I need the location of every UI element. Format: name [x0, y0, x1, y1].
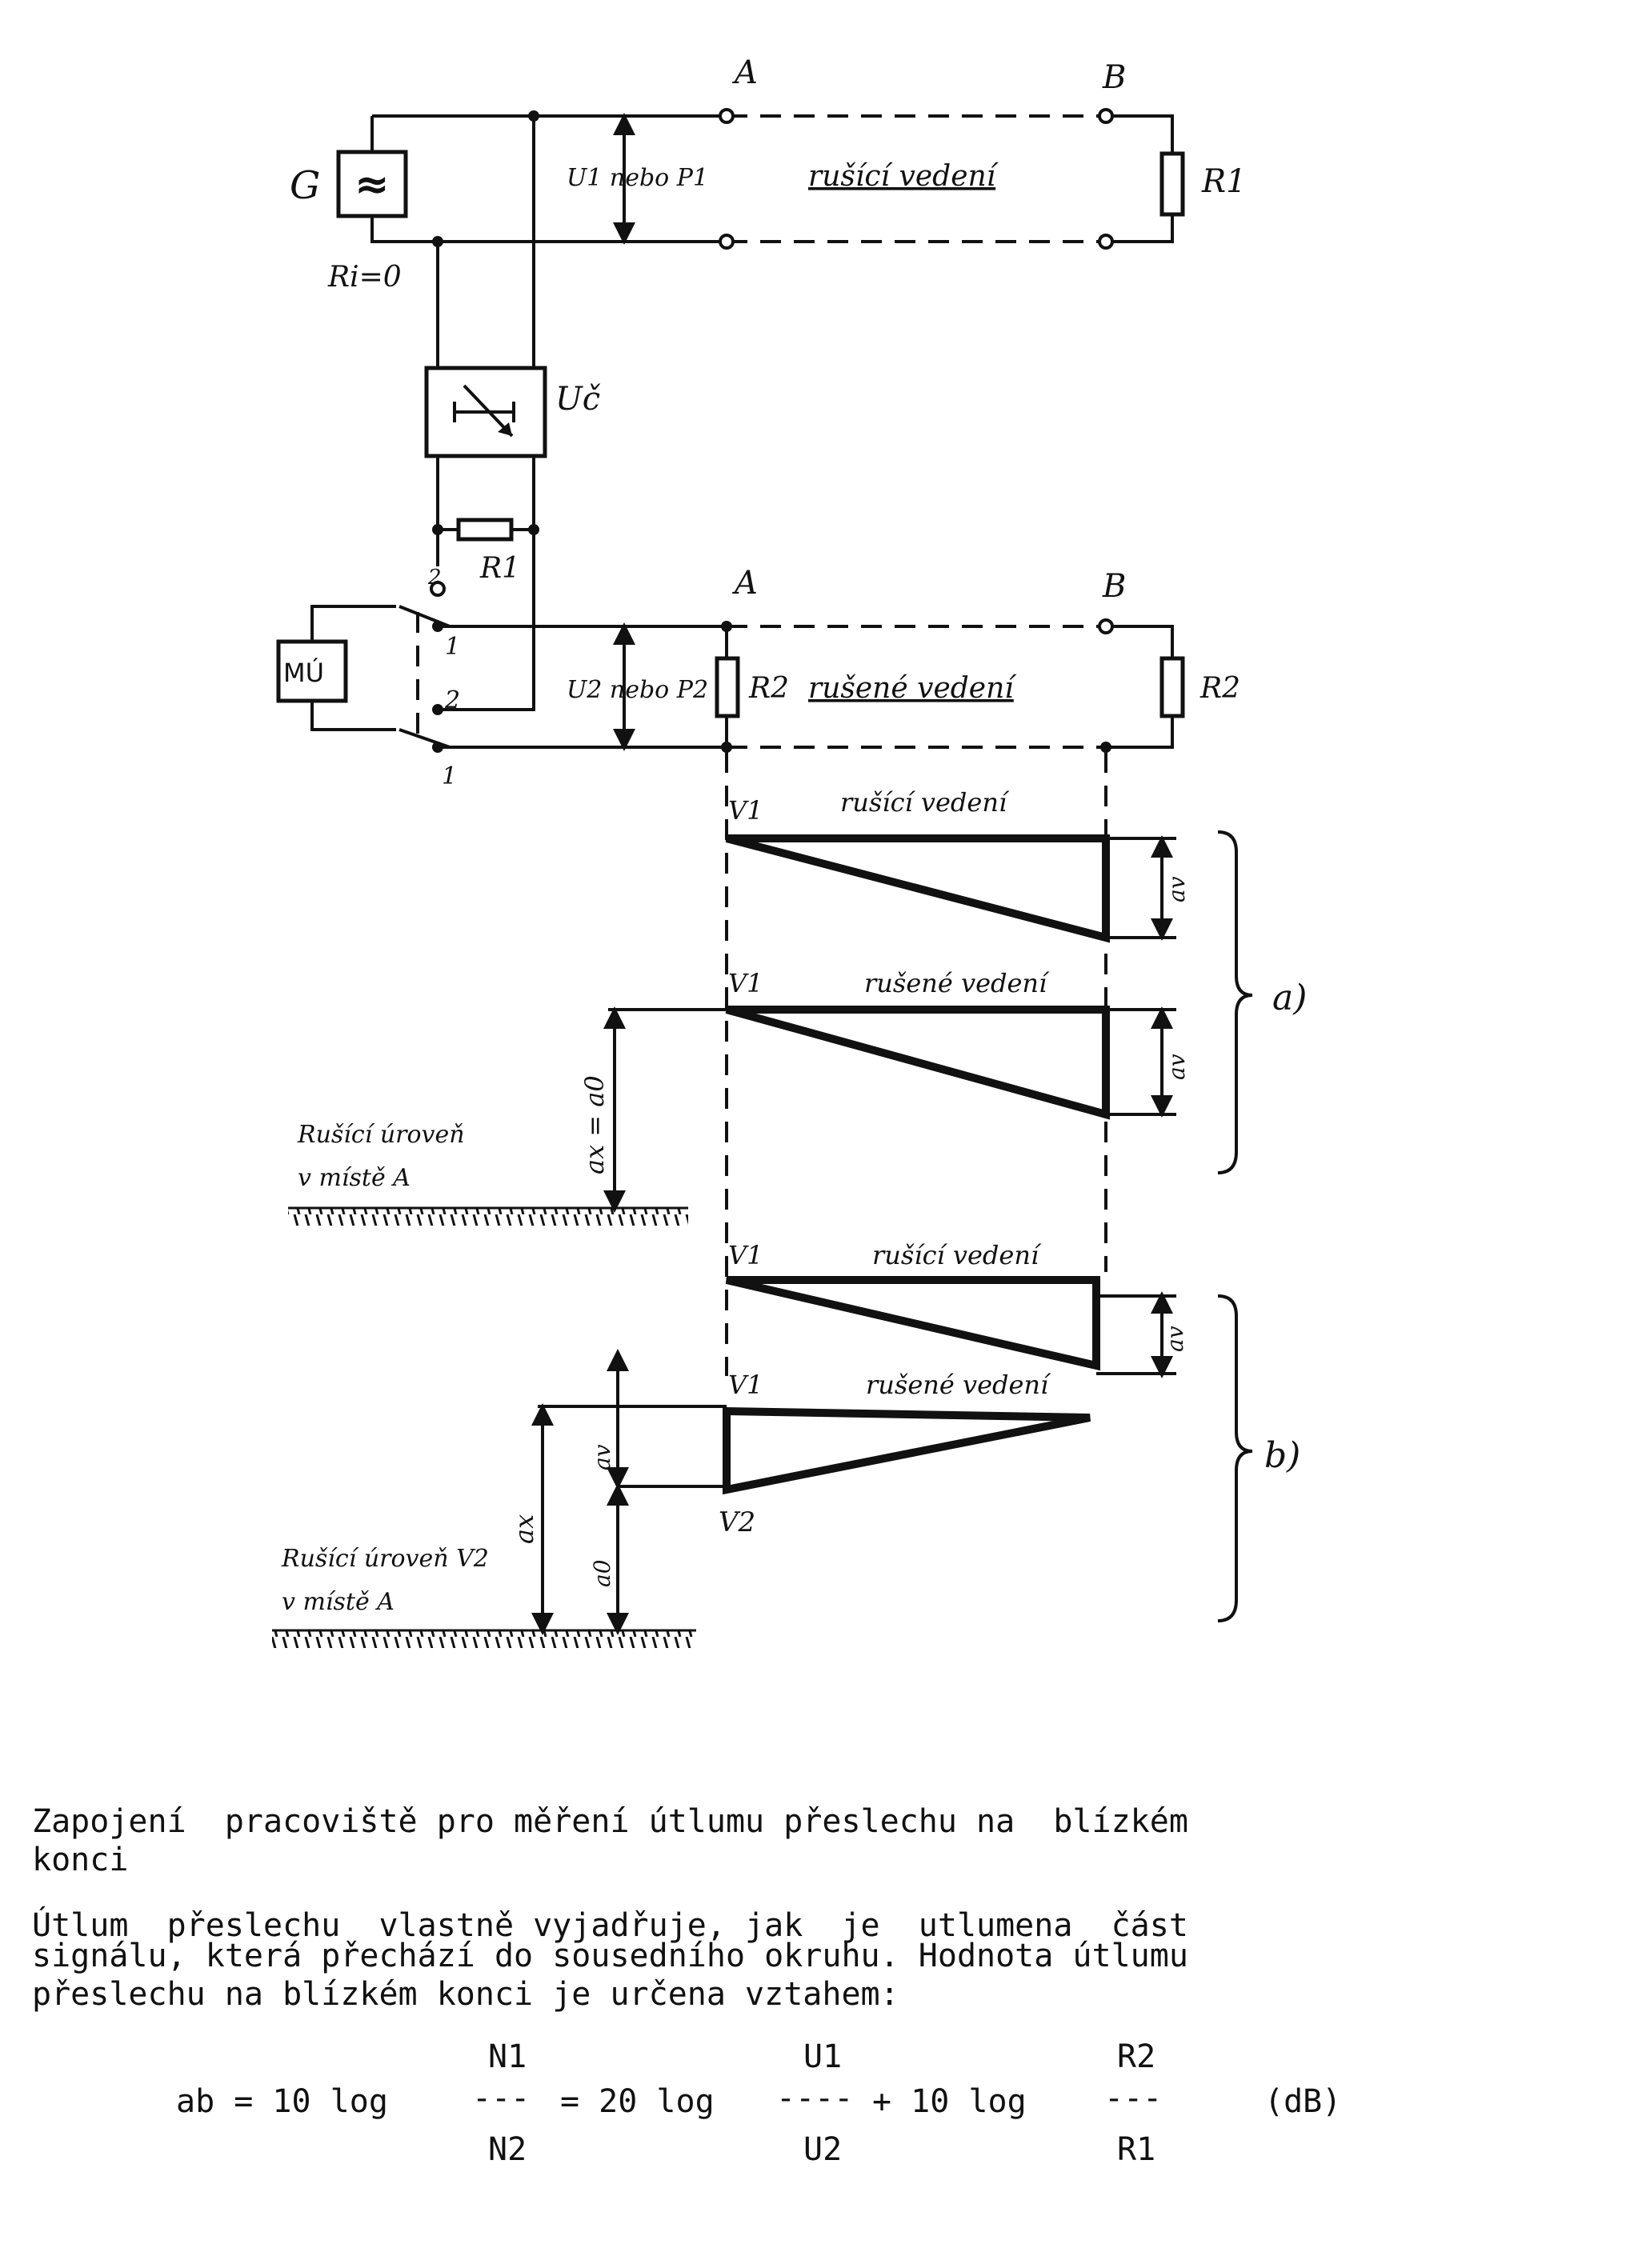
disturbed-line-circuit — [276, 581, 1185, 753]
switch-pos-1-top: 1 — [445, 633, 460, 661]
caption-para-line2: signálu, která přechází do sousedního ok… — [32, 1938, 1188, 1974]
level-b-line2: v místě A — [282, 1588, 394, 1616]
label-point-a-top: A — [731, 54, 758, 91]
formula-den1: N2 — [488, 2131, 527, 2168]
graph-b2-triangle — [723, 1406, 1091, 1495]
graph-b2-ax-label: ax — [509, 1514, 539, 1544]
label-generator: G — [290, 163, 320, 208]
label-ax-eq-a0: ax = a0 — [579, 1075, 610, 1174]
label-r2-a: R2 — [748, 672, 789, 705]
level-diagrams — [272, 752, 1253, 1648]
label-point-a-bottom: A — [731, 565, 758, 602]
graph-b2-a0-label: a0 — [589, 1559, 615, 1587]
formula-lhs: ab = 10 log — [176, 2083, 388, 2120]
level-b-line1: Rušící úroveň V2 — [281, 1545, 489, 1573]
generator-symbol: ≈ — [354, 161, 390, 209]
diagram-labels: A B G ≈ Ri=0 U1 nebo P1 rušící vedení R1… — [281, 54, 1307, 1616]
graph-a2-v1: V1 — [728, 968, 763, 998]
label-point-b-top: B — [1102, 59, 1126, 96]
formula-plus3: + 10 log — [872, 2083, 1027, 2120]
label-r1-series: R1 — [479, 552, 520, 585]
r1-series-resistor — [456, 518, 514, 542]
graph-b1-v1: V1 — [728, 1240, 763, 1270]
group-b-label: b) — [1264, 1435, 1300, 1476]
graph-a2-title: rušené vedení — [864, 968, 1050, 998]
level-a-line2: v místě A — [298, 1164, 411, 1192]
ground-hatch-b — [272, 1630, 696, 1648]
caption-title-line1: Zapojení pracoviště pro měření útlumu př… — [32, 1803, 1188, 1840]
attenuator-branch — [424, 116, 547, 626]
formula-bar3: --- — [1104, 2080, 1162, 2117]
caption-para-line1: Útlum přeslechu vlastně vyjadřuje, jak j… — [32, 1906, 1188, 1944]
graph-a2-av-label: av — [1163, 1054, 1190, 1080]
graph-b1-title: rušící vedení — [872, 1240, 1042, 1270]
level-a-line1: Rušící úroveň — [297, 1121, 465, 1149]
ground-hatch-a — [288, 1208, 688, 1226]
generator-box — [336, 150, 408, 218]
formula-unit: (dB) — [1264, 2083, 1341, 2120]
caption-text: Zapojení pracoviště pro měření útlumu př… — [32, 1803, 1188, 2013]
point-b-top-terminal — [1098, 108, 1114, 124]
brace-a — [1217, 830, 1253, 1174]
graph-a1-triangle — [725, 834, 1110, 943]
formula-den2: U2 — [803, 2131, 842, 2168]
formula-num2: U1 — [803, 2038, 842, 2075]
graph-b2-v2: V2 — [719, 1506, 755, 1538]
switch-pos-2-bottom: 2 — [444, 686, 460, 714]
point-b-bottom-terminal — [1098, 618, 1114, 634]
point-a-top-terminal — [719, 108, 735, 124]
label-uc: Uč — [555, 381, 601, 418]
formula-num1: N1 — [488, 2038, 527, 2075]
disturbing-line-circuit — [336, 108, 1185, 250]
switch-pos-1-bottom: 1 — [442, 762, 457, 790]
label-disturbed-line: rušené vedení — [808, 672, 1017, 705]
formula-bar2: ---- — [776, 2080, 853, 2117]
graph-a1-title: rušící vedení — [840, 787, 1010, 818]
graph-a1-av-label: av — [1163, 876, 1190, 902]
formula-den3: R1 — [1117, 2131, 1155, 2168]
formula-eq2: = 20 log — [560, 2083, 715, 2120]
graph-b1-triangle — [725, 1276, 1100, 1371]
brace-b — [1217, 1294, 1253, 1622]
graph-b2-title: rušené vedení — [866, 1370, 1051, 1400]
label-u1-or-p1: U1 nebo P1 — [567, 164, 708, 192]
r1-resistor — [1159, 151, 1185, 217]
crosstalk-formula: ab = 10 log N1 --- N2 = 20 log U1 ---- U… — [176, 2038, 1341, 2168]
graph-b2-av-label: av — [589, 1444, 615, 1470]
group-a-label: a) — [1272, 978, 1307, 1018]
formula-bar1: --- — [472, 2080, 530, 2117]
label-r2-b: R2 — [1199, 672, 1240, 705]
r2-resistor-b — [1159, 656, 1185, 718]
attenuator-symbol — [453, 384, 515, 438]
formula-num3: R2 — [1117, 2038, 1155, 2075]
label-mu: MÚ — [283, 657, 324, 688]
graph-a1-v1: V1 — [728, 795, 763, 826]
caption-title-line2: konci — [32, 1842, 128, 1878]
caption-para-line3: přeslechu na blízkém konci je určena vzt… — [32, 1976, 899, 2013]
label-point-b-bottom: B — [1102, 568, 1126, 605]
graph-a2-triangle — [725, 1006, 1110, 1120]
label-u2-or-p2: U2 nebo P2 — [567, 676, 708, 704]
r2-resistor-a — [715, 656, 740, 718]
graph-b1-av-label: av — [1162, 1326, 1188, 1352]
label-r1-top: R1 — [1201, 163, 1247, 200]
label-ri: Ri=0 — [327, 261, 402, 294]
switch-pos-2-top: 2 — [427, 566, 442, 590]
label-disturbing-line: rušící vedení — [808, 160, 999, 193]
graph-b2-v1: V1 — [728, 1370, 763, 1400]
